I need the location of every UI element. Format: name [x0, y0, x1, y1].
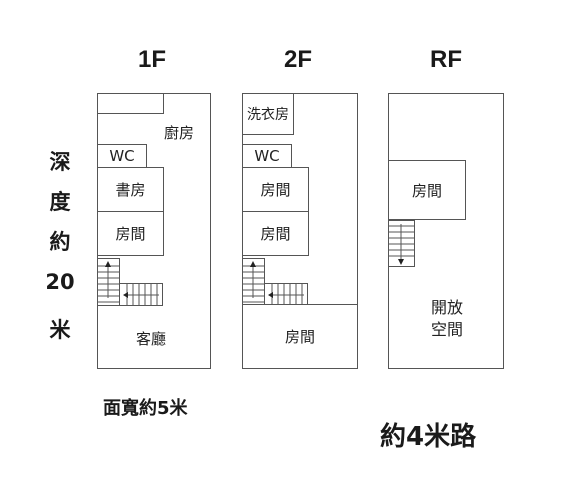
room-label-open-space-line2: 空間 [431, 320, 464, 339]
floor-plan-rf: 房間 開放 空間 [388, 93, 504, 369]
floor-title-rf: RF [430, 46, 462, 73]
room-bedroom-1f: 房間 [97, 211, 164, 256]
arrow-icon [250, 261, 256, 267]
floor-plan-1f: 廚房 WC 書房 房間 客廳 [97, 93, 211, 369]
room-wc-2f: WC [242, 144, 292, 168]
stairs-icon [388, 220, 415, 267]
stairs-icon [242, 258, 308, 306]
depth-char-5: 米 [49, 318, 71, 342]
depth-char-1: 深 [49, 150, 71, 174]
room-bedroom-2f-1: 房間 [242, 167, 309, 212]
arrow-icon [398, 259, 404, 265]
floor-plan-2f: 洗衣房 WC 房間 房間 房間 [242, 93, 358, 369]
floor-title-1f: 1F [137, 46, 166, 73]
room-label-kitchen: 廚房 [164, 124, 195, 142]
arrow-icon [105, 261, 111, 267]
depth-char-2: 度 [49, 190, 71, 214]
room-label-living: 客廳 [136, 330, 167, 348]
road-label: 約4米路 [380, 422, 477, 452]
room-laundry: 洗衣房 [242, 93, 294, 135]
depth-char-3: 約 [49, 230, 71, 254]
room-bedroom-2f-2: 房間 [242, 211, 309, 256]
room-wc-1f: WC [97, 144, 147, 168]
floor-title-2f: 2F [283, 46, 312, 73]
width-label: 面寬約5米 [103, 398, 188, 419]
room-bedroom-rf: 房間 [388, 160, 466, 220]
room-bedroom-2f-3: 房間 [242, 304, 358, 369]
room-study: 書房 [97, 167, 164, 212]
depth-char-4: 20 [45, 270, 75, 294]
stairs-icon [97, 258, 163, 306]
room-label-open-space-line1: 開放 [431, 298, 464, 317]
room-1f-top-strip [97, 93, 164, 114]
